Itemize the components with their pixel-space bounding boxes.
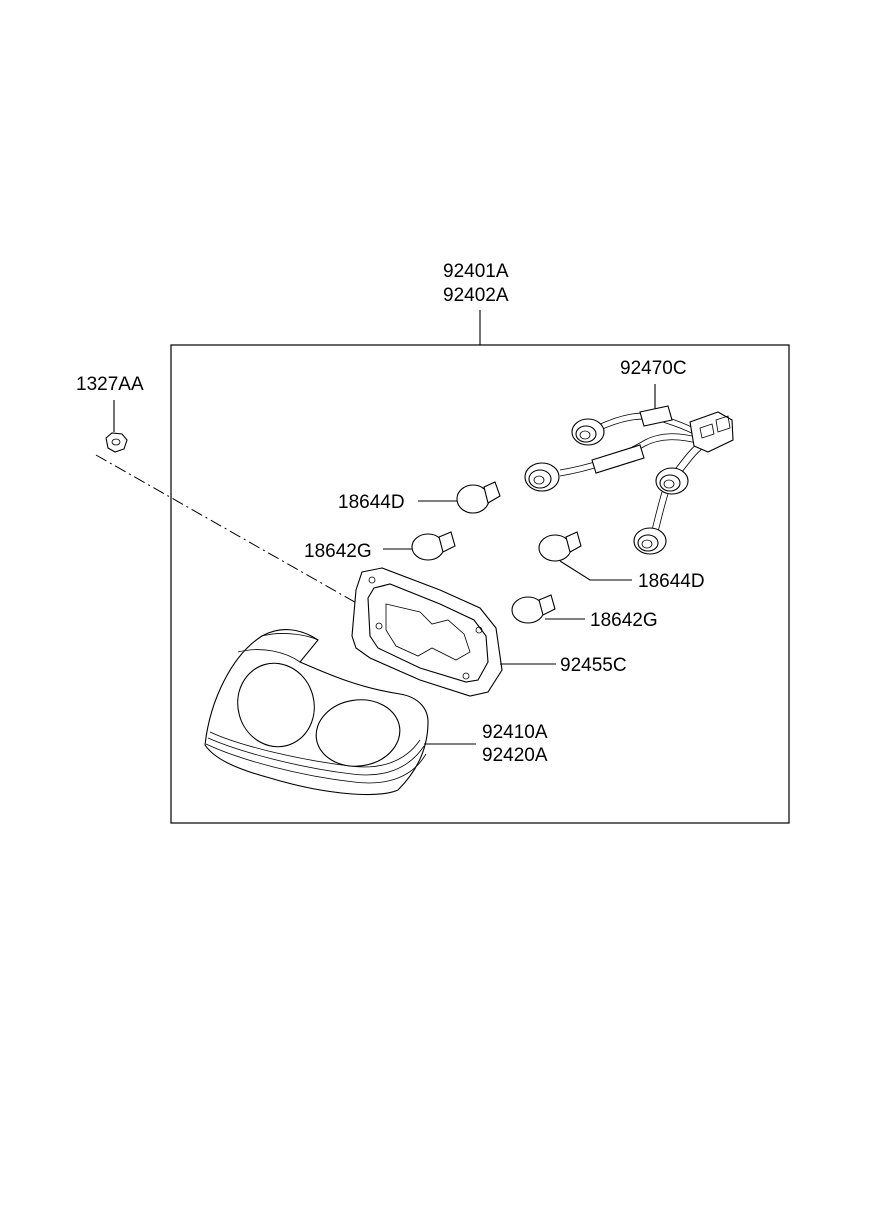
bulb-d-right-leader <box>559 560 632 581</box>
label-92455C: 92455C <box>560 655 627 676</box>
nut-icon <box>105 432 128 453</box>
socket-2 <box>524 462 560 492</box>
label-92410A: 92410A <box>482 722 548 743</box>
nut-dashdot-line <box>95 454 361 606</box>
bulb-18644D-right-icon <box>538 531 582 562</box>
bulb-18644D-top-icon <box>456 481 501 514</box>
socket-4 <box>633 527 667 555</box>
lamp-lens-icon <box>204 629 429 795</box>
bulb-18642G-top-icon <box>411 531 456 561</box>
label-18644D-top: 18644D <box>338 492 405 513</box>
label-92402A: 92402A <box>443 285 509 306</box>
bulb-18642G-right-icon <box>511 594 556 624</box>
label-92420A: 92420A <box>482 745 548 766</box>
socket-1 <box>571 418 605 446</box>
label-18642G-top: 18642G <box>304 541 372 562</box>
label-1327AA: 1327AA <box>76 374 144 395</box>
label-18644D-right: 18644D <box>638 571 705 592</box>
gasket-icon <box>351 567 503 697</box>
socket-3 <box>655 467 689 495</box>
label-92401A: 92401A <box>443 261 509 282</box>
label-18642G-right: 18642G <box>590 610 658 631</box>
label-92470C: 92470C <box>620 358 687 379</box>
wiring-harness <box>524 405 734 555</box>
